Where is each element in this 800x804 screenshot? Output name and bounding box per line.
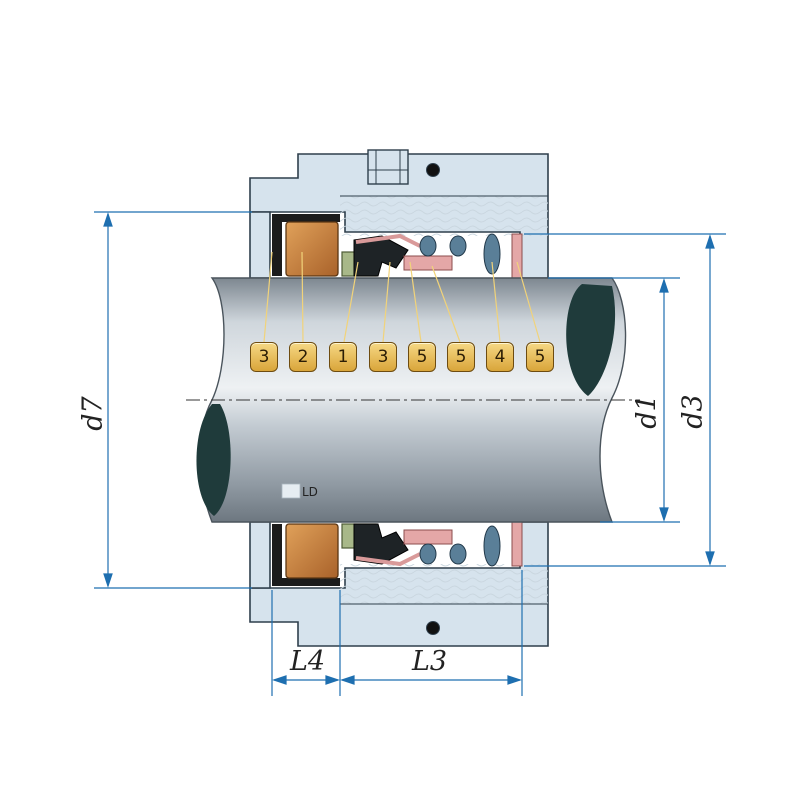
- part-badge-4: 3: [369, 342, 397, 372]
- part-badge-5: 5: [408, 342, 436, 372]
- shaft-marking-label: LD: [302, 485, 318, 499]
- dimension-label-L3: L3: [412, 646, 448, 677]
- lower-housing: [249, 521, 549, 647]
- part-badge-7: 4: [486, 342, 514, 372]
- dimension-label-L4: L4: [290, 646, 326, 677]
- upper-housing: [249, 149, 549, 279]
- dimension-label-d7: d7: [77, 396, 109, 431]
- leader-lines: [263, 251, 541, 343]
- part-badge-6: 5: [447, 342, 475, 372]
- part-badge-8: 5: [526, 342, 554, 372]
- dimension-lines: [94, 211, 726, 696]
- part-badge-3: 1: [329, 342, 357, 372]
- part-badge-1: 3: [250, 342, 278, 372]
- upper-seal-assembly: [272, 214, 523, 279]
- dimension-label-d1: d1: [631, 394, 663, 429]
- part-badge-2: 2: [289, 342, 317, 372]
- dimension-label-d3: d3: [677, 394, 709, 429]
- shaft: [186, 277, 640, 523]
